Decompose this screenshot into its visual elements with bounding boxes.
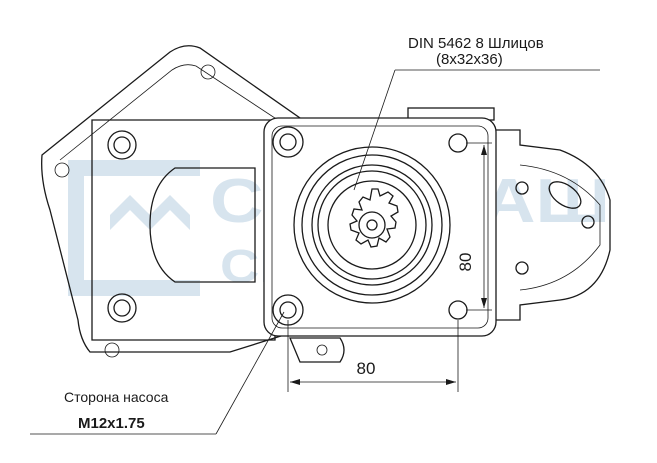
housing-hole (515, 261, 529, 275)
dimension-vertical: 80 (456, 142, 492, 311)
spline-standard-label: DIN 5462 8 Шлицов (408, 35, 544, 52)
mounting-bracket (41, 45, 301, 358)
plate-bolt (107, 130, 137, 160)
shaft-center (358, 211, 386, 239)
plate-bolt (107, 293, 137, 323)
lower-tab (289, 337, 345, 363)
housing-boss (548, 181, 582, 209)
housing-hole (515, 181, 529, 195)
dimension-horizontal-value: 80 (357, 359, 376, 378)
dimension-vertical-value: 80 (456, 253, 475, 272)
tab-hole (316, 344, 328, 356)
thread-callout: Сторона насоса M12x1.75 (30, 311, 285, 435)
spline-profile (349, 188, 399, 248)
bracket-hole (54, 162, 70, 178)
bracket-hole (200, 64, 216, 80)
housing-hole (581, 215, 595, 229)
spline-shaft (293, 146, 451, 304)
adapter-plate (91, 119, 276, 341)
bracket-hole (104, 342, 120, 358)
flange-bolt-top-left (272, 126, 304, 158)
dimension-horizontal: 80 (287, 320, 459, 392)
pump-flange (263, 117, 497, 337)
watermark-logo (68, 160, 200, 296)
spline-spec-label: (8x32x36) (436, 51, 503, 68)
thread-size-label: M12x1.75 (78, 415, 145, 432)
spline-callout: DIN 5462 8 Шлицов (8x32x36) (353, 35, 600, 191)
thread-side-label: Сторона насоса (64, 389, 169, 405)
